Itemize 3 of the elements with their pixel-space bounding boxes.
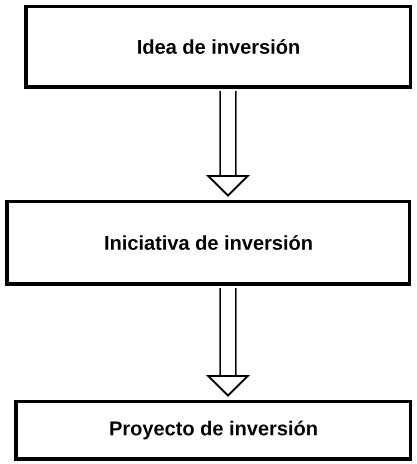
process-box: Idea de inversión — [24, 5, 412, 89]
process-box: Iniciativa de inversión — [5, 200, 411, 286]
process-box: Proyecto de inversión — [14, 400, 412, 461]
